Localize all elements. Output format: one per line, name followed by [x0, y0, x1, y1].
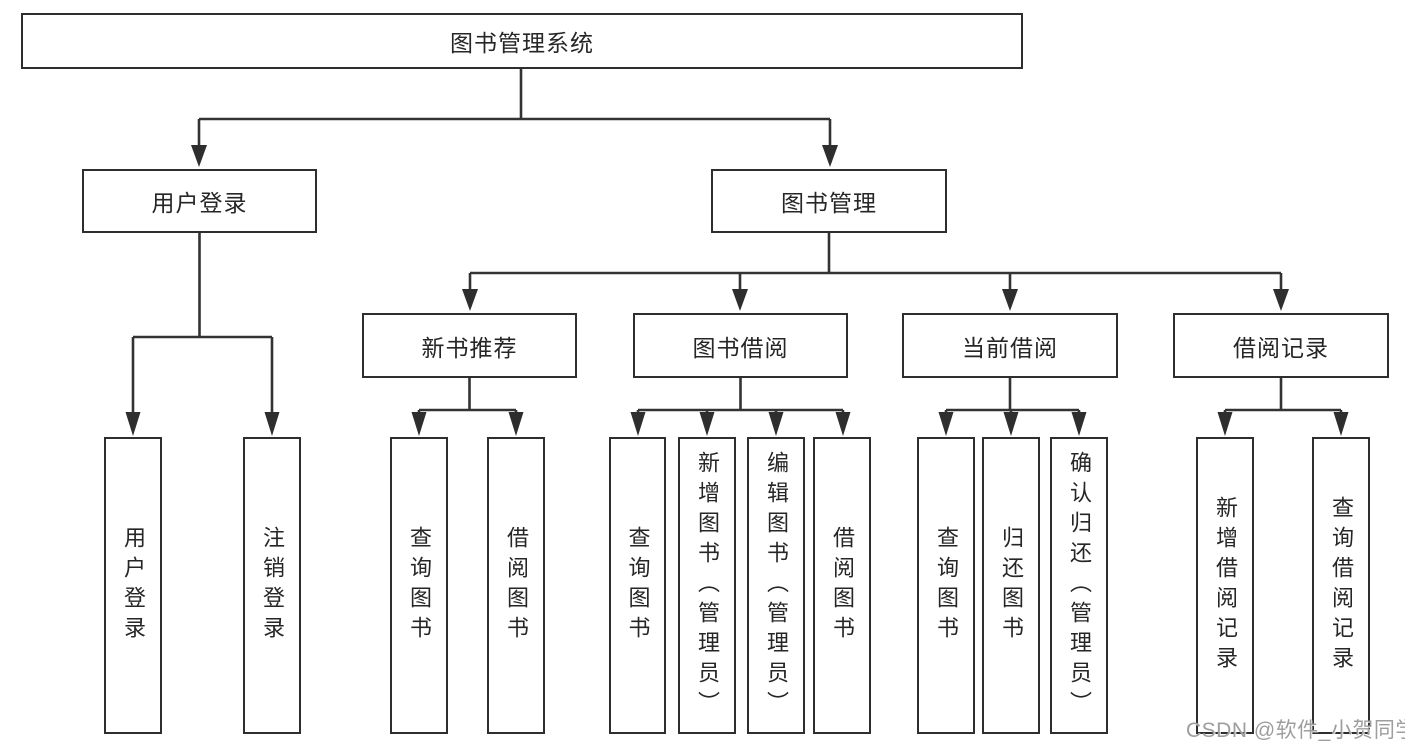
leaf-user-login: 用户登录: [104, 437, 162, 734]
node-new-book-recommendation: 新书推荐: [362, 313, 577, 378]
leaf-search-books: 查询图书: [390, 437, 448, 734]
leaf-search-books: 查询图书: [609, 437, 666, 734]
leaf-return-books: 归还图书: [982, 437, 1040, 734]
node-user-login: 用户登录: [82, 169, 317, 233]
node-book-borrowing: 图书借阅: [633, 313, 848, 378]
leaf-add-borrow-record: 新增借阅记录: [1196, 437, 1254, 734]
node-current-borrowing: 当前借阅: [902, 313, 1118, 378]
leaf-search-borrow-record: 查询借阅记录: [1312, 437, 1370, 734]
csdn-watermark: CSDN @软件_小贺同学: [1186, 719, 1405, 742]
node-book-management: 图书管理: [711, 169, 947, 233]
leaf-borrow-books: 借阅图书: [487, 437, 545, 734]
leaf-borrow-books: 借阅图书: [813, 437, 871, 734]
node-borrowing-records: 借阅记录: [1173, 313, 1389, 378]
node-library-management-system: 图书管理系统: [21, 13, 1023, 69]
leaf-edit-book-admin: 编辑图书（管理员）: [747, 437, 805, 734]
leaf-search-books: 查询图书: [917, 437, 975, 734]
leaf-confirm-return-admin: 确认归还（管理员）: [1050, 437, 1108, 734]
leaf-logout: 注销登录: [243, 437, 301, 734]
leaf-add-book-admin: 新增图书（管理员）: [678, 437, 736, 734]
